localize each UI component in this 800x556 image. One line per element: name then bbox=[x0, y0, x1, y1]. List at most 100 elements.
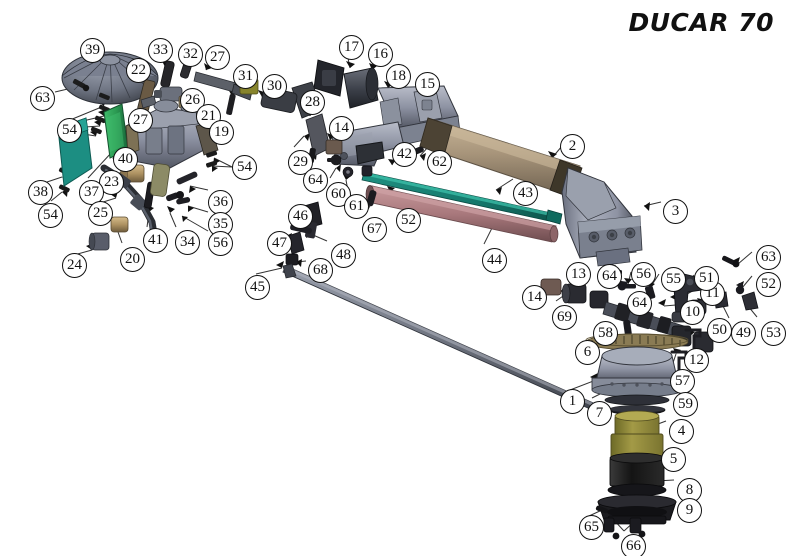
part-68-fitting bbox=[285, 253, 299, 266]
callout-64-bolt-b[interactable]: 64 bbox=[597, 264, 622, 289]
callout-20-seal[interactable]: 20 bbox=[120, 247, 145, 272]
callout-63b-screw[interactable]: 63 bbox=[756, 245, 781, 270]
callout-10-collar[interactable]: 10 bbox=[680, 300, 705, 325]
callout-32-rod[interactable]: 32 bbox=[178, 42, 203, 67]
part-53-grommet bbox=[741, 291, 759, 311]
callout-16-screw[interactable]: 16 bbox=[368, 42, 393, 67]
callout-21-clip[interactable]: 21 bbox=[196, 104, 221, 129]
part-54-screws-group bbox=[58, 92, 218, 193]
part-69-washer bbox=[589, 290, 609, 309]
part-35-pin-b bbox=[176, 197, 191, 205]
callout-33-pin[interactable]: 33 bbox=[148, 38, 173, 63]
callout-56-nut[interactable]: 56 bbox=[208, 231, 233, 256]
callout-54-screw-a[interactable]: 54 bbox=[57, 118, 82, 143]
callout-18-handle-half[interactable]: 18 bbox=[386, 64, 411, 89]
part-60-nut bbox=[327, 154, 342, 166]
callout-12-spring-clip[interactable]: 12 bbox=[684, 348, 709, 373]
callout-47-lever[interactable]: 47 bbox=[267, 231, 292, 256]
callout-38-filter-cover[interactable]: 38 bbox=[28, 180, 53, 205]
callout-49-stopper[interactable]: 49 bbox=[731, 321, 756, 346]
callout-41-pin[interactable]: 41 bbox=[143, 228, 168, 253]
callout-37-filter-base[interactable]: 37 bbox=[79, 180, 104, 205]
callout-54-screw-c[interactable]: 54 bbox=[232, 155, 257, 180]
callout-14b-spacer[interactable]: 14 bbox=[522, 285, 547, 310]
part-52-clip-a bbox=[361, 165, 373, 177]
part-12-spring-clip bbox=[684, 328, 702, 350]
part-67-pin bbox=[366, 190, 377, 207]
callout-66-nut[interactable]: 66 bbox=[621, 534, 646, 556]
callout-63-screw[interactable]: 63 bbox=[30, 86, 55, 111]
callout-34-stud[interactable]: 34 bbox=[175, 230, 200, 255]
callout-15-handle[interactable]: 15 bbox=[415, 72, 440, 97]
callout-62-bolt[interactable]: 62 bbox=[427, 150, 452, 175]
callout-2-main-tube[interactable]: 2 bbox=[560, 134, 585, 159]
part-42-bracket bbox=[355, 141, 385, 165]
callout-1-clutch-drum[interactable]: 1 bbox=[560, 389, 585, 414]
callout-27b-bracket[interactable]: 27 bbox=[128, 108, 153, 133]
callout-46-trigger[interactable]: 46 bbox=[288, 204, 313, 229]
part-2-main-tube bbox=[419, 117, 583, 199]
callout-22-lever[interactable]: 22 bbox=[126, 58, 151, 83]
part-65-bolt bbox=[595, 505, 608, 514]
callout-69-washer[interactable]: 69 bbox=[552, 305, 577, 330]
callout-64-bolt-a[interactable]: 64 bbox=[303, 168, 328, 193]
part-8-ring bbox=[607, 483, 667, 497]
part-13-bearing bbox=[561, 283, 587, 304]
page-title: DUCAR 70 bbox=[628, 8, 774, 37]
callout-54-screw-b[interactable]: 54 bbox=[38, 203, 63, 228]
part-63-screw-a bbox=[72, 78, 90, 92]
part-1-clutch-drum bbox=[591, 346, 683, 398]
callout-45-drive-shaft[interactable]: 45 bbox=[245, 275, 270, 300]
callout-14-spacer[interactable]: 14 bbox=[329, 116, 354, 141]
callout-51-arm[interactable]: 51 bbox=[694, 266, 719, 291]
callout-44-shaft-tube[interactable]: 44 bbox=[482, 248, 507, 273]
callout-28-grip[interactable]: 28 bbox=[300, 90, 325, 115]
callout-61-washer[interactable]: 61 bbox=[344, 194, 369, 219]
callout-42-bracket[interactable]: 42 bbox=[392, 142, 417, 167]
callout-24-cap[interactable]: 24 bbox=[62, 253, 87, 278]
callout-55-washer[interactable]: 55 bbox=[661, 267, 686, 292]
callout-4-shaft-sleeve[interactable]: 4 bbox=[669, 419, 694, 444]
callout-9-guard-mount[interactable]: 9 bbox=[677, 498, 702, 523]
callout-6-bevel-gear[interactable]: 6 bbox=[575, 340, 600, 365]
part-7-washer-b bbox=[604, 394, 670, 406]
callout-25-cable[interactable]: 25 bbox=[88, 201, 113, 226]
callout-56-nut-b[interactable]: 56 bbox=[631, 262, 656, 287]
callout-48-spring[interactable]: 48 bbox=[331, 243, 356, 268]
callout-7-washer[interactable]: 7 bbox=[587, 401, 612, 426]
callout-67-pin[interactable]: 67 bbox=[362, 217, 387, 242]
part-20-seal bbox=[110, 216, 129, 233]
callout-19-gasket[interactable]: 19 bbox=[209, 120, 234, 145]
part-14-spacer-a bbox=[325, 139, 343, 155]
part-36-rod bbox=[176, 171, 198, 185]
part-43-inner-rod bbox=[361, 171, 563, 225]
callout-39-fan-cover[interactable]: 39 bbox=[80, 38, 105, 63]
callout-3-gearbox-housing[interactable]: 3 bbox=[663, 199, 688, 224]
callout-52-clip[interactable]: 52 bbox=[396, 208, 421, 233]
callout-43-inner-rod[interactable]: 43 bbox=[513, 181, 538, 206]
callout-68-fitting[interactable]: 68 bbox=[308, 258, 333, 283]
callout-57-retainer[interactable]: 57 bbox=[670, 369, 695, 394]
part-9-guard-mount bbox=[597, 494, 677, 525]
callout-5-blade-holder[interactable]: 5 bbox=[661, 447, 686, 472]
callout-53-grommet[interactable]: 53 bbox=[761, 321, 786, 346]
callout-27-bracket[interactable]: 27 bbox=[205, 45, 230, 70]
callout-30-insulator[interactable]: 30 bbox=[262, 74, 287, 99]
callout-59-shim[interactable]: 59 bbox=[673, 392, 698, 417]
callout-52b-clip[interactable]: 52 bbox=[756, 272, 781, 297]
callout-65-bolt[interactable]: 65 bbox=[579, 515, 604, 540]
callout-17-switch[interactable]: 17 bbox=[339, 35, 364, 60]
part-17-switch bbox=[313, 59, 345, 97]
part-37-filter-base bbox=[103, 103, 129, 159]
callout-58-bolt[interactable]: 58 bbox=[593, 321, 618, 346]
part-26-joint bbox=[154, 86, 183, 102]
part-27-bracket-a bbox=[193, 71, 237, 93]
callout-31-shaft[interactable]: 31 bbox=[233, 64, 258, 89]
callout-13-bearing[interactable]: 13 bbox=[566, 262, 591, 287]
part-5-blade-holder bbox=[609, 452, 665, 487]
callout-64-bolt-c[interactable]: 64 bbox=[627, 291, 652, 316]
part-61-washer bbox=[342, 166, 354, 178]
callout-40-filter-element[interactable]: 40 bbox=[113, 147, 138, 172]
callout-50-boot[interactable]: 50 bbox=[707, 318, 732, 343]
